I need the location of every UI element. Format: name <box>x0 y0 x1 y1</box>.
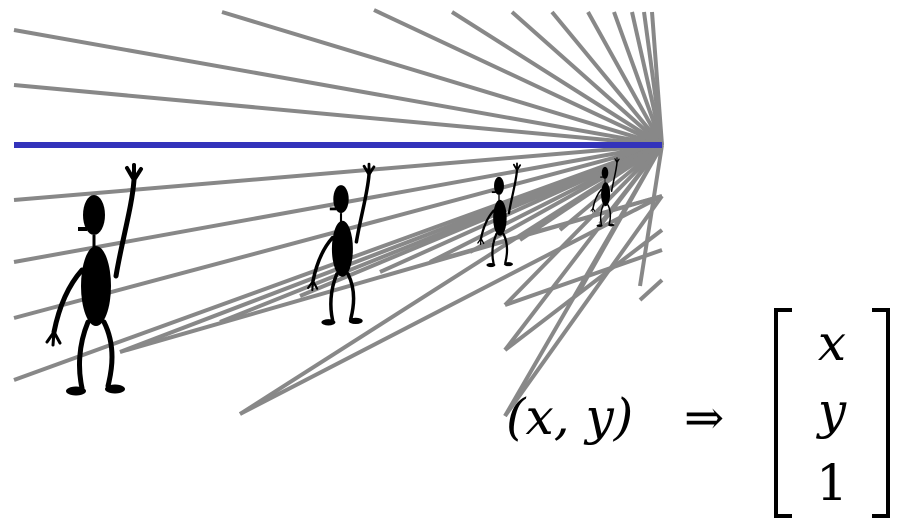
perspective-line <box>503 143 664 307</box>
floor-line <box>503 228 664 352</box>
perspective-line <box>518 143 664 242</box>
perspective-line <box>450 10 664 147</box>
perspective-line <box>612 11 664 146</box>
homogeneous-equation: (x, y) ⇒ x y 1 <box>506 308 890 518</box>
implies-arrow: ⇒ <box>684 390 724 446</box>
perspective-line <box>510 10 664 147</box>
perspective-line <box>550 10 664 147</box>
perspective-line <box>13 143 663 202</box>
perspective-line <box>13 83 663 147</box>
perspective-line <box>373 8 663 147</box>
perspective-line <box>221 10 663 147</box>
floor-line <box>429 194 663 264</box>
perspective-line <box>13 28 663 147</box>
perspective-line <box>586 11 664 146</box>
perspective-line <box>558 143 664 232</box>
left-bracket <box>774 308 792 518</box>
vector-x: x <box>818 314 846 372</box>
vector-one: 1 <box>816 454 848 512</box>
figure-mid <box>306 162 376 328</box>
perspective-line <box>379 143 663 274</box>
perspective-line <box>650 11 664 146</box>
equation-lhs: (x, y) <box>506 388 633 446</box>
perspective-line <box>638 144 664 287</box>
vector-y: y <box>816 382 847 440</box>
floor-line <box>504 248 663 307</box>
floor-line <box>638 278 664 302</box>
right-bracket <box>872 308 890 518</box>
floor-line <box>503 194 664 418</box>
floor-line <box>239 194 663 416</box>
